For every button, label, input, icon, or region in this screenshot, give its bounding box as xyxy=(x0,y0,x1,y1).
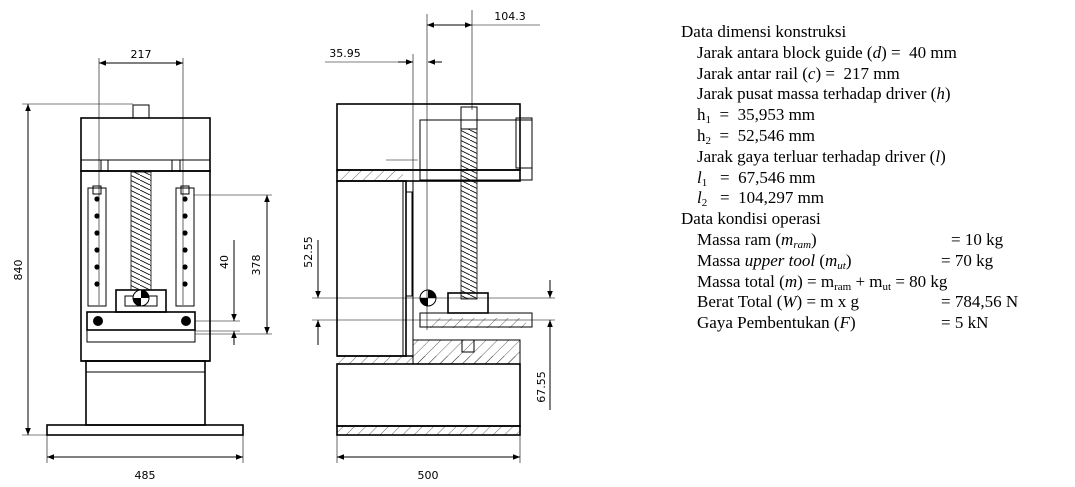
side-view xyxy=(336,103,533,436)
spec-total-mass: Massa total (m) = mram + mut = 80 kg xyxy=(681,272,1073,293)
spec-d: Jarak antara block guide (d) = 40 mm xyxy=(681,43,1073,64)
spec-h: Jarak pusat massa terhadap driver (h) xyxy=(681,84,1073,105)
spec-h-label: Jarak pusat massa terhadap driver ( xyxy=(697,84,937,104)
spec-ram-end: ) xyxy=(811,229,817,249)
spec-total-mid: ) = m xyxy=(797,271,835,291)
spec-force-value: = 5 kN xyxy=(941,313,989,333)
spec-c-var: c xyxy=(807,63,816,83)
spec-force-end: ) xyxy=(849,313,856,333)
spec-upper-tool: Massa upper tool (mut) = 70 kg xyxy=(681,251,1073,272)
spec-d-label: Jarak antara block guide ( xyxy=(697,42,873,62)
spec-h1-sym: h xyxy=(697,105,706,125)
spec-ut-end: ) xyxy=(845,250,852,270)
spec-weight-var: W xyxy=(782,292,797,312)
spec-ram-label: Massa ram ( xyxy=(697,229,782,249)
spec-l2-value: = 104,297 mm xyxy=(707,188,825,208)
spec-ut-value: = 70 kg xyxy=(941,250,994,270)
dim-front-217: 217 xyxy=(131,48,152,61)
dim-side-67-55: 67.55 xyxy=(535,371,548,403)
construction-data-panel: Data dimensi konstruksi Jarak antara blo… xyxy=(681,22,1073,334)
spec-l2: l2 = 104,297 mm xyxy=(681,188,1073,209)
dim-side-52-55: 52.55 xyxy=(302,236,315,268)
spec-force-label: Gaya Pembentukan ( xyxy=(697,313,840,333)
spec-l-end: ) xyxy=(940,146,946,166)
spec-l2-sym: l xyxy=(697,188,702,208)
spec-h2-sub: 2 xyxy=(705,134,712,147)
spec-weight-label: Berat Total ( xyxy=(697,292,783,312)
spec-weight: Berat Total (W) = m x g = 784,56 N xyxy=(681,292,1073,313)
spec-c: Jarak antar rail (c) = 217 mm xyxy=(681,64,1073,85)
dim-front-485: 485 xyxy=(135,469,156,482)
dimension-lines xyxy=(22,10,555,463)
spec-ut-var: m xyxy=(824,250,838,270)
spec-total-sub2: ut xyxy=(882,280,892,293)
dim-side-500: 500 xyxy=(418,469,439,482)
spec-c-value: ) = 217 mm xyxy=(815,63,900,83)
dim-side-104-3: 104.3 xyxy=(494,10,526,23)
spec-l: Jarak gaya terluar terhadap driver (l) xyxy=(681,147,1073,168)
spec-ram-sub: ram xyxy=(793,238,812,251)
spec-ram-value: = 10 kg xyxy=(951,229,1004,249)
spec-force-var: F xyxy=(839,313,850,333)
spec-c-label: Jarak antar rail ( xyxy=(697,63,808,83)
spec-d-var: d xyxy=(872,42,882,62)
spec-ram-var: m xyxy=(781,229,794,249)
section-operation-title: Data kondisi operasi xyxy=(681,209,821,229)
dim-front-378: 378 xyxy=(250,255,263,276)
spec-h-end: ) xyxy=(944,84,951,104)
spec-l1-sub: 1 xyxy=(701,176,708,189)
spec-h-var: h xyxy=(936,84,945,104)
spec-l1-value: = 67,546 mm xyxy=(707,167,816,187)
spec-weight-value: = 784,56 N xyxy=(941,292,1019,312)
spec-h1-value: = 35,953 mm xyxy=(711,105,816,125)
spec-l-var: l xyxy=(935,146,941,166)
spec-total-label: Massa total ( xyxy=(697,271,785,291)
section-dimension-title: Data dimensi konstruksi xyxy=(681,22,847,41)
spec-ut-sub: ut xyxy=(837,259,846,272)
spec-h1: h1 = 35,953 mm xyxy=(681,105,1073,126)
spec-total-var: m xyxy=(784,271,798,291)
dim-side-35-95: 35.95 xyxy=(329,47,361,60)
front-view xyxy=(46,104,244,436)
spec-l1: l1 = 67,546 mm xyxy=(681,168,1073,189)
spec-l-label: Jarak gaya terluar terhadap driver ( xyxy=(697,146,936,166)
spec-h2-value: = 52,546 mm xyxy=(711,125,816,145)
spec-ut-italic: upper tool xyxy=(744,250,816,270)
spec-force: Gaya Pembentukan (F) = 5 kN xyxy=(681,313,1073,334)
dim-front-40: 40 xyxy=(218,255,231,269)
spec-l1-sym: l xyxy=(697,167,702,187)
spec-h1-sub: 1 xyxy=(705,114,712,127)
technical-drawing: 217 840 378 40 485 35.95 104.3 52.55 67.… xyxy=(12,10,555,482)
spec-h2-sym: h xyxy=(697,125,706,145)
spec-ut-mid: ( xyxy=(815,250,825,270)
spec-total-sub1: ram xyxy=(834,280,852,293)
dim-front-840: 840 xyxy=(12,260,25,281)
spec-weight-mid: ) = m x g xyxy=(796,292,860,312)
spec-d-value: ) = 40 mm xyxy=(881,42,957,62)
spec-h2: h2 = 52,546 mm xyxy=(681,126,1073,147)
spec-ut-label: Massa xyxy=(697,250,745,270)
spec-l2-sub: 2 xyxy=(701,197,708,210)
spec-ram: Massa ram (mram) = 10 kg xyxy=(681,230,1073,251)
spec-total-value: = 80 kg xyxy=(891,271,948,291)
spec-total-plus: + m xyxy=(851,271,883,291)
